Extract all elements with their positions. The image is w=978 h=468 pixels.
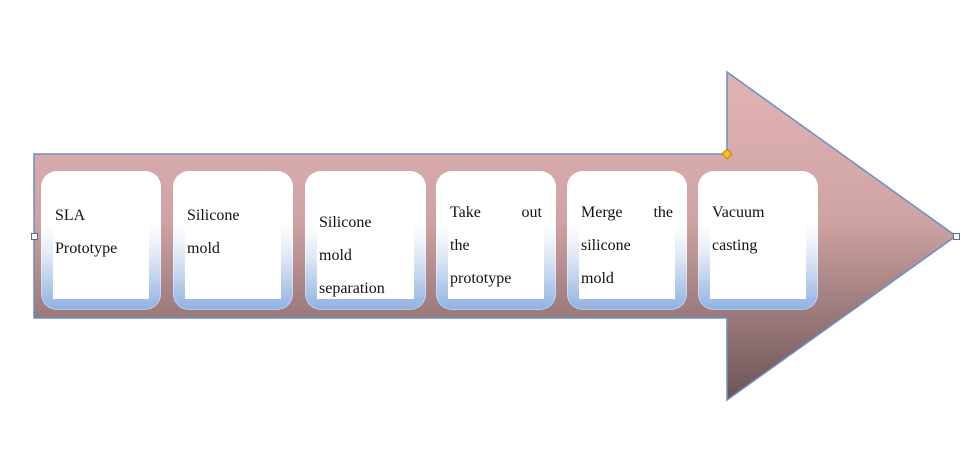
step-box-2: Silicone mold bbox=[173, 171, 293, 310]
step-label-line: Prototype bbox=[55, 240, 118, 257]
step-label-line: mold bbox=[319, 247, 352, 264]
step-label: Silicone mold separation bbox=[319, 206, 412, 305]
step-label-word: out bbox=[521, 204, 542, 221]
step-label: Merge the silicone mold bbox=[581, 196, 673, 295]
step-box-3: Silicone mold separation bbox=[305, 171, 426, 310]
step-box-6: Vacuum casting bbox=[698, 171, 818, 310]
step-label-line: Merge the bbox=[581, 196, 673, 229]
step-label-line: Vacuum bbox=[712, 204, 765, 221]
selection-handle-left[interactable] bbox=[31, 233, 38, 240]
step-label-word: Merge bbox=[581, 204, 623, 221]
selection-handle-right[interactable] bbox=[953, 233, 960, 240]
step-label: SLA Prototype bbox=[55, 199, 147, 265]
step-label-line: prototype bbox=[450, 270, 512, 287]
step-label-word: Take bbox=[450, 204, 481, 221]
step-label: Take out the prototype bbox=[450, 196, 542, 295]
step-label-line: SLA bbox=[55, 207, 86, 224]
step-label-line: separation bbox=[319, 280, 385, 297]
step-label: Silicone mold bbox=[187, 199, 279, 265]
step-box-inner bbox=[710, 182, 806, 299]
step-box-4: Take out the prototype bbox=[436, 171, 556, 310]
step-label-line: the bbox=[450, 237, 470, 254]
step-label-line: mold bbox=[187, 240, 220, 257]
step-label-word: the bbox=[653, 204, 673, 221]
step-label-line: Silicone bbox=[319, 214, 372, 231]
step-box-1: SLA Prototype bbox=[41, 171, 161, 310]
step-label-line: casting bbox=[712, 237, 758, 254]
step-label-line: silicone bbox=[581, 237, 631, 254]
step-box-5: Merge the silicone mold bbox=[567, 171, 687, 310]
step-label-line: mold bbox=[581, 270, 614, 287]
step-label: Vacuum casting bbox=[712, 196, 804, 262]
step-box-inner bbox=[53, 182, 149, 299]
step-label-line: Silicone bbox=[187, 207, 240, 224]
step-box-inner bbox=[317, 182, 414, 299]
step-label-line: Take out bbox=[450, 196, 542, 229]
step-box-inner bbox=[185, 182, 281, 299]
step-box-inner bbox=[579, 182, 675, 299]
step-box-inner bbox=[448, 182, 544, 299]
